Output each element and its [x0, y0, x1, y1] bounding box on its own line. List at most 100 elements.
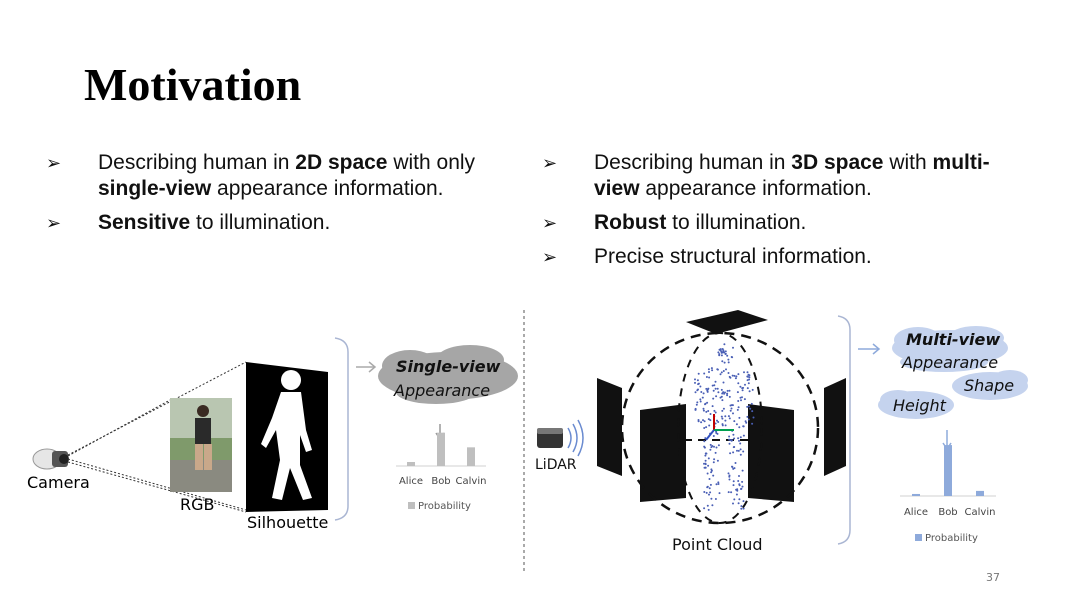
- point: [727, 372, 730, 374]
- point: [709, 419, 712, 422]
- point: [721, 417, 724, 420]
- point: [746, 371, 749, 374]
- point: [748, 405, 750, 408]
- bullet-item: ➢ Describing human in 2D space with only…: [46, 151, 476, 200]
- point: [723, 343, 726, 346]
- point: [703, 462, 705, 465]
- point: [739, 442, 742, 445]
- point: [740, 399, 742, 402]
- point: [724, 350, 727, 353]
- point: [726, 389, 729, 392]
- point: [711, 445, 714, 447]
- point: [721, 360, 724, 363]
- point: [733, 374, 736, 377]
- point: [719, 373, 722, 376]
- point: [727, 415, 730, 418]
- point: [707, 464, 710, 467]
- point: [717, 481, 720, 484]
- point: [742, 425, 745, 428]
- point: [694, 407, 697, 410]
- point: [736, 489, 739, 492]
- point: [748, 390, 751, 393]
- point: [694, 381, 696, 384]
- point: [728, 442, 731, 445]
- point: [703, 440, 706, 443]
- point: [717, 421, 720, 423]
- point: [717, 351, 720, 354]
- point-cloud-label: Point Cloud: [672, 535, 763, 554]
- point: [703, 420, 706, 423]
- point: [740, 507, 743, 510]
- point: [705, 410, 708, 413]
- point: [711, 384, 714, 387]
- point: [741, 396, 743, 399]
- point: [741, 469, 744, 472]
- point: [720, 415, 723, 418]
- point: [741, 480, 744, 483]
- point: [699, 400, 702, 403]
- point: [712, 397, 715, 400]
- point: [705, 426, 708, 429]
- point: [711, 504, 714, 507]
- point: [746, 375, 749, 378]
- point: [706, 401, 709, 404]
- camera-label: Camera: [27, 473, 90, 492]
- point: [722, 407, 725, 410]
- point: [738, 416, 741, 419]
- top-view-plate: [686, 310, 768, 334]
- single-view-cloud: [378, 345, 518, 404]
- point: [728, 389, 731, 392]
- point: [743, 371, 745, 374]
- point: [737, 480, 740, 482]
- point: [745, 421, 748, 424]
- point: [744, 420, 747, 423]
- point: [726, 392, 729, 395]
- point: [701, 396, 704, 399]
- shape-cloud: [952, 370, 1028, 400]
- cloud-label-single-view: Single-view: [396, 357, 501, 376]
- point: [725, 368, 727, 371]
- tick-label: Calvin: [456, 476, 487, 487]
- rgb-image: [170, 398, 232, 492]
- point: [704, 466, 707, 469]
- bullet-item: ➢ Describing human in 3D space with mult…: [542, 151, 990, 200]
- point: [706, 389, 709, 392]
- point: [744, 383, 746, 386]
- bar-bob: [944, 445, 952, 496]
- point: [694, 391, 697, 394]
- point: [736, 488, 739, 491]
- axes-icon: [705, 414, 734, 441]
- point: [727, 361, 730, 364]
- point: [704, 437, 707, 440]
- point: [719, 348, 722, 351]
- point: [739, 436, 742, 439]
- point: [702, 409, 705, 412]
- point: [746, 405, 749, 408]
- bar-alice: [407, 462, 415, 466]
- point: [721, 409, 724, 412]
- point: [722, 381, 725, 384]
- point: [717, 391, 720, 394]
- point: [729, 452, 732, 455]
- point: [704, 459, 707, 462]
- point: [703, 427, 706, 429]
- point: [716, 432, 719, 435]
- point: [712, 474, 715, 477]
- point: [711, 369, 714, 372]
- side-view-plate: [824, 378, 846, 476]
- point: [736, 408, 739, 411]
- point: [699, 385, 702, 388]
- cloud-label-appearance: Appearance: [901, 353, 998, 372]
- point: [708, 478, 711, 480]
- point: [740, 487, 743, 490]
- point: [738, 475, 740, 477]
- point: [702, 407, 705, 410]
- point: [694, 378, 696, 381]
- point: [721, 399, 724, 402]
- point: [752, 416, 755, 419]
- point: [742, 507, 745, 510]
- point: [704, 402, 707, 405]
- point: [746, 387, 749, 390]
- point: [703, 491, 706, 493]
- bar-calvin: [976, 490, 984, 496]
